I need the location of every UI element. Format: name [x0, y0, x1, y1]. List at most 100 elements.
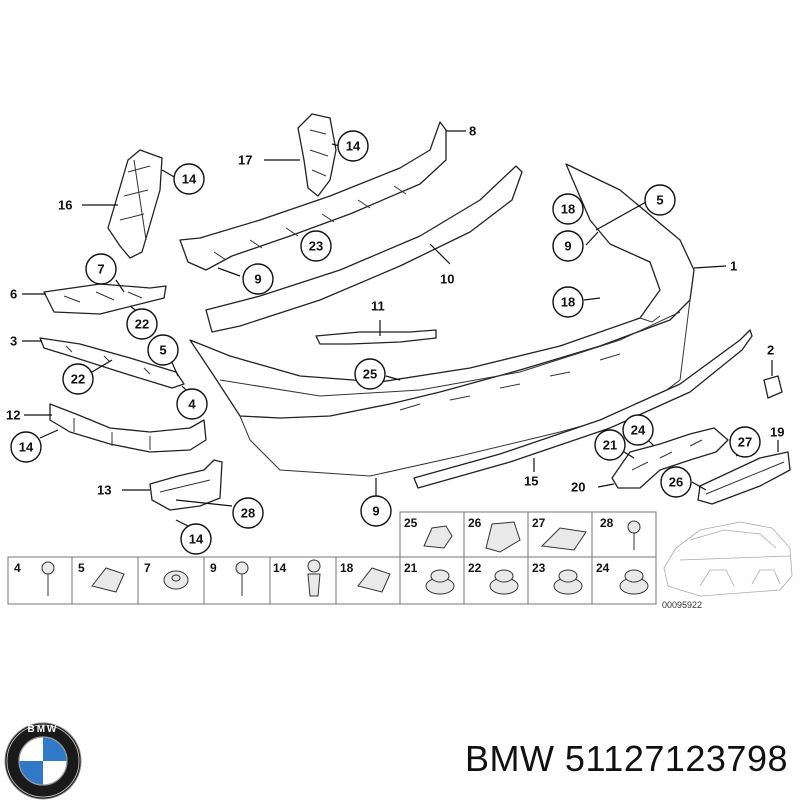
callout-label: 9 [564, 239, 571, 254]
callout-24: 24 [622, 414, 654, 446]
part-6-bracket [43, 283, 167, 315]
fastener-label: 24 [596, 561, 610, 575]
fastener-grid-top: 25 26 27 28 [399, 511, 657, 558]
callout-label: 23 [309, 239, 323, 254]
callout-9: 9 [242, 263, 274, 295]
callout-label: 10 [440, 272, 454, 287]
part-11-strip [315, 329, 437, 345]
callout-label: 8 [469, 124, 476, 139]
callout-9: 9 [552, 230, 584, 262]
part-2-cap [763, 375, 783, 399]
part-20-bracket [611, 427, 729, 489]
callout-label: 14 [189, 532, 204, 547]
callout-label: 3 [10, 334, 17, 349]
callout-4: 4 [176, 388, 208, 420]
part-19-reflector [697, 451, 791, 505]
callout-16: 16 [58, 198, 72, 213]
fastener-label: 22 [468, 561, 482, 575]
parts-diagram: 14 16 17 14 8 23 9 10 5 18 9 1 18 [6, 113, 793, 610]
part-13-bracket [149, 459, 223, 511]
callout-label: 27 [738, 435, 752, 450]
flange-nut-icon [553, 569, 583, 595]
fastener-label: 27 [532, 516, 546, 530]
screw-icon [41, 561, 55, 596]
fastener-label: 5 [78, 561, 85, 575]
callout-label: 14 [182, 172, 197, 187]
callout-label: 4 [188, 397, 196, 412]
fastener-label: 4 [14, 561, 21, 575]
callout-label: 21 [603, 438, 617, 453]
callout-17: 17 [238, 153, 252, 168]
callout-label: 22 [71, 372, 85, 387]
fastener-label: 18 [340, 561, 354, 575]
callout-18: 18 [552, 193, 584, 225]
callout-label: 5 [159, 343, 166, 358]
callout-5: 5 [644, 184, 676, 216]
callout-20: 20 [571, 480, 585, 495]
callout-label: 1 [730, 259, 737, 274]
callout-9: 9 [360, 495, 392, 527]
callout-19: 19 [770, 425, 784, 440]
callout-25: 25 [354, 358, 386, 390]
clip-nut-icon [357, 567, 391, 593]
fastener-label: 26 [468, 516, 482, 530]
part-10-absorber [205, 165, 523, 333]
callout-label: 25 [363, 367, 377, 382]
callout-label: 19 [770, 425, 784, 440]
callout-23: 23 [300, 230, 332, 262]
fastener-label: 23 [532, 561, 546, 575]
callout-3: 3 [10, 334, 17, 349]
screw-icon [235, 561, 249, 596]
callout-label: 15 [524, 474, 538, 489]
callout-14: 14 [173, 163, 205, 195]
fastener-grid-bottom: 4 5 7 9 14 18 21 22 23 24 [7, 556, 657, 605]
callout-22: 22 [62, 363, 94, 395]
diagram-code: 00095922 [662, 600, 702, 610]
callout-28: 28 [232, 497, 264, 529]
callout-label: 28 [241, 506, 255, 521]
callout-label: 9 [254, 272, 261, 287]
callout-21: 21 [594, 429, 626, 461]
fastener-label: 9 [210, 561, 217, 575]
part-number-caption: BMW 51127123798 [464, 738, 788, 779]
fastener-label: 14 [273, 561, 287, 575]
fastener-label: 28 [600, 516, 614, 530]
clip-icon [423, 525, 453, 549]
part-1-bumper-cover [189, 163, 695, 477]
callout-12: 12 [6, 408, 20, 423]
part-17-bracket [297, 113, 337, 197]
logo-lettering: BMW [28, 724, 59, 735]
callout-label: 18 [561, 202, 575, 217]
part-3-rail [39, 337, 185, 389]
callout-label: 9 [372, 504, 379, 519]
callout-label: 14 [19, 440, 34, 455]
callout-label: 7 [97, 262, 104, 277]
fastener-label: 21 [404, 561, 418, 575]
callout-1: 1 [730, 259, 737, 274]
callout-10: 10 [440, 272, 454, 287]
callout-label: 22 [135, 317, 149, 332]
callout-14: 14 [10, 431, 42, 463]
nut-icon [163, 570, 189, 590]
callout-27: 27 [729, 426, 761, 458]
callout-6: 6 [10, 287, 17, 302]
fastener-label: 7 [144, 561, 151, 575]
callout-label: 11 [371, 299, 385, 314]
callout-label: 6 [10, 287, 17, 302]
part-8-carrier [179, 121, 447, 271]
screw-icon [627, 520, 641, 550]
callout-14: 14 [180, 523, 212, 555]
clip-icon [485, 521, 521, 553]
part-16-bracket [107, 149, 163, 259]
callout-7: 7 [85, 253, 117, 285]
callout-label: 20 [571, 480, 585, 495]
callout-label: 5 [656, 193, 663, 208]
callout-13: 13 [97, 483, 111, 498]
callout-2: 2 [767, 343, 774, 358]
flange-nut-icon [425, 569, 455, 595]
callout-8: 8 [469, 124, 476, 139]
callout-18: 18 [552, 286, 584, 318]
car-locator-illustration [663, 521, 793, 597]
callout-5: 5 [147, 334, 179, 366]
clip-icon [540, 527, 587, 551]
